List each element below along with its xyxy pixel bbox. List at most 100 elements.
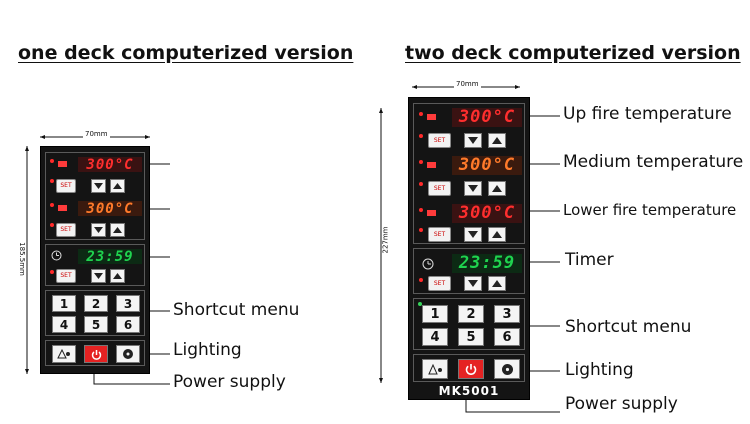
label-up-fire-temperature: Up fire temperature	[563, 104, 732, 124]
heater-icon	[427, 162, 436, 168]
indicator-led	[419, 134, 423, 138]
down-arrow-icon	[468, 280, 478, 287]
indicator-led	[50, 223, 54, 227]
heater-icon	[58, 161, 67, 167]
shortcut-key-5[interactable]: 5	[458, 328, 484, 346]
down-arrow-button[interactable]	[91, 179, 106, 193]
up-arrow-button[interactable]	[488, 227, 506, 242]
fan-button[interactable]	[494, 359, 520, 379]
set-button[interactable]: SET	[428, 227, 451, 242]
right-display-lower-fire: 300°C	[452, 204, 522, 223]
indicator-led	[50, 179, 54, 183]
right-temperature-section: 300°C SET 300°C SET 300°C SET	[413, 103, 525, 244]
label-medium-temperature: Medium temperature	[563, 152, 744, 172]
down-arrow-icon	[94, 227, 103, 233]
up-arrow-icon	[492, 231, 502, 238]
shortcut-key-4[interactable]: 4	[422, 328, 448, 346]
shortcut-key-6[interactable]: 6	[116, 316, 140, 333]
indicator-led	[419, 228, 423, 232]
up-arrow-button[interactable]	[110, 179, 125, 193]
left-width-dim: 70mm	[83, 130, 110, 138]
left-height-dim: 185.5mm	[17, 240, 26, 278]
set-button[interactable]: SET	[428, 181, 451, 196]
shortcut-key-2[interactable]: 2	[84, 295, 108, 312]
down-arrow-button[interactable]	[464, 133, 482, 148]
down-arrow-icon	[94, 273, 103, 279]
right-display-up-fire: 300°C	[452, 108, 522, 127]
fan-icon	[501, 363, 513, 375]
left-temperature-section: 300°C SET 300°C SET	[45, 152, 145, 240]
down-arrow-button[interactable]	[464, 227, 482, 242]
fan-icon	[123, 349, 133, 359]
shortcut-key-3[interactable]: 3	[494, 305, 520, 323]
lighting-button[interactable]	[52, 345, 76, 363]
heading-one-deck: one deck computerized version	[18, 42, 354, 64]
left-timer-display: 23:59	[78, 249, 142, 264]
left-label-power: Power supply	[173, 372, 286, 392]
label-shortcut-menu: Shortcut menu	[565, 317, 692, 337]
label-timer: Timer	[565, 250, 614, 270]
shortcut-key-3[interactable]: 3	[116, 295, 140, 312]
timer-set-button[interactable]: SET	[428, 276, 451, 291]
shortcut-key-1[interactable]: 1	[52, 295, 76, 312]
indicator-led	[50, 159, 54, 163]
up-arrow-button[interactable]	[110, 223, 125, 237]
up-arrow-button[interactable]	[110, 269, 125, 283]
down-arrow-button[interactable]	[464, 181, 482, 196]
right-function-section	[413, 354, 525, 382]
left-control-panel: 300°C SET 300°C SET 23:59 SET 1 2 3 4 5 …	[40, 146, 150, 374]
timer-set-button[interactable]: SET	[56, 269, 76, 283]
set-button[interactable]: SET	[428, 133, 451, 148]
down-arrow-button[interactable]	[91, 269, 106, 283]
up-arrow-icon	[492, 280, 502, 287]
shortcut-key-1[interactable]: 1	[422, 305, 448, 323]
shortcut-key-2[interactable]: 2	[458, 305, 484, 323]
right-keypad-section: 1 2 3 4 5 6	[413, 298, 525, 350]
model-number: MK5001	[438, 384, 500, 398]
power-button[interactable]	[84, 345, 108, 363]
left-label-shortcut: Shortcut menu	[173, 300, 300, 320]
label-power-supply: Power supply	[565, 394, 678, 414]
indicator-led	[418, 302, 422, 306]
power-icon	[91, 349, 101, 360]
right-display-medium: 300°C	[452, 156, 522, 175]
set-button[interactable]: SET	[56, 223, 76, 237]
power-button[interactable]	[458, 359, 484, 379]
right-control-panel: 300°C SET 300°C SET 300°C SET 23:59 SET …	[408, 97, 530, 400]
left-display-lower: 300°C	[78, 201, 142, 216]
label-lower-fire-temperature: Lower fire temperature	[563, 201, 737, 219]
shortcut-key-5[interactable]: 5	[84, 316, 108, 333]
fan-button[interactable]	[116, 345, 140, 363]
indicator-led	[419, 182, 423, 186]
lighting-icon	[57, 349, 70, 359]
left-keypad-section: 1 2 3 4 5 6	[45, 290, 145, 336]
left-label-lighting: Lighting	[173, 340, 242, 360]
shortcut-key-4[interactable]: 4	[52, 316, 76, 333]
heater-icon	[58, 205, 67, 211]
up-arrow-icon	[113, 273, 122, 279]
up-arrow-icon	[113, 227, 122, 233]
set-button[interactable]: SET	[56, 179, 76, 193]
heater-icon	[427, 210, 436, 216]
right-timer-section: 23:59 SET	[413, 248, 525, 294]
indicator-led	[419, 278, 423, 282]
down-arrow-button[interactable]	[464, 276, 482, 291]
down-arrow-icon	[468, 231, 478, 238]
indicator-led	[50, 203, 54, 207]
up-arrow-button[interactable]	[488, 276, 506, 291]
up-arrow-icon	[113, 183, 122, 189]
down-arrow-icon	[468, 137, 478, 144]
right-timer-display: 23:59	[452, 254, 522, 273]
clock-icon	[51, 250, 62, 261]
down-arrow-button[interactable]	[91, 223, 106, 237]
down-arrow-icon	[94, 183, 103, 189]
lighting-button[interactable]	[422, 359, 448, 379]
up-arrow-button[interactable]	[488, 181, 506, 196]
shortcut-key-6[interactable]: 6	[494, 328, 520, 346]
clock-icon	[422, 258, 434, 270]
power-icon	[465, 364, 477, 375]
up-arrow-icon	[492, 185, 502, 192]
up-arrow-button[interactable]	[488, 133, 506, 148]
left-display-upper: 300°C	[78, 157, 142, 172]
indicator-led	[50, 270, 54, 274]
